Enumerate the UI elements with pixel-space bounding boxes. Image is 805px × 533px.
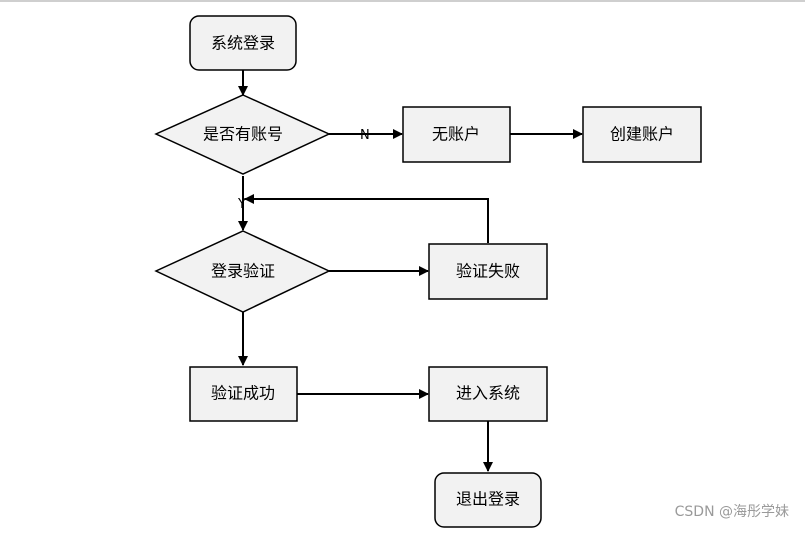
node-verify-success: 验证成功 — [189, 366, 298, 422]
watermark-text: CSDN @海彤学妹 — [674, 504, 789, 520]
node-verify-fail: 验证失败 — [428, 243, 548, 300]
node-no-account-label: 无账户 — [432, 125, 480, 144]
node-has-account-label: 是否有账号 — [203, 125, 283, 144]
node-has-account: 是否有账号 — [154, 94, 331, 175]
node-exit-login-label: 退出登录 — [456, 490, 520, 509]
top-border-line — [0, 0, 805, 2]
node-login-verify-label: 登录验证 — [211, 262, 275, 281]
node-start-label: 系统登录 — [211, 34, 275, 53]
node-enter-system-label: 进入系统 — [456, 384, 520, 403]
node-no-account: 无账户 — [402, 106, 511, 163]
edges — [238, 70, 583, 472]
node-create-account: 创建账户 — [582, 106, 702, 163]
node-create-account-label: 创建账户 — [610, 125, 674, 144]
node-verify-fail-label: 验证失败 — [456, 262, 520, 281]
edge-label-no: N — [360, 128, 370, 143]
edge-label-yes: Y — [237, 197, 246, 212]
node-enter-system: 进入系统 — [428, 366, 548, 422]
edge-verify-fail-loop-back — [244, 194, 489, 243]
node-start: 系统登录 — [189, 15, 297, 71]
node-login-verify: 登录验证 — [154, 230, 331, 313]
node-verify-success-label: 验证成功 — [211, 384, 275, 403]
node-exit-login: 退出登录 — [434, 472, 542, 528]
